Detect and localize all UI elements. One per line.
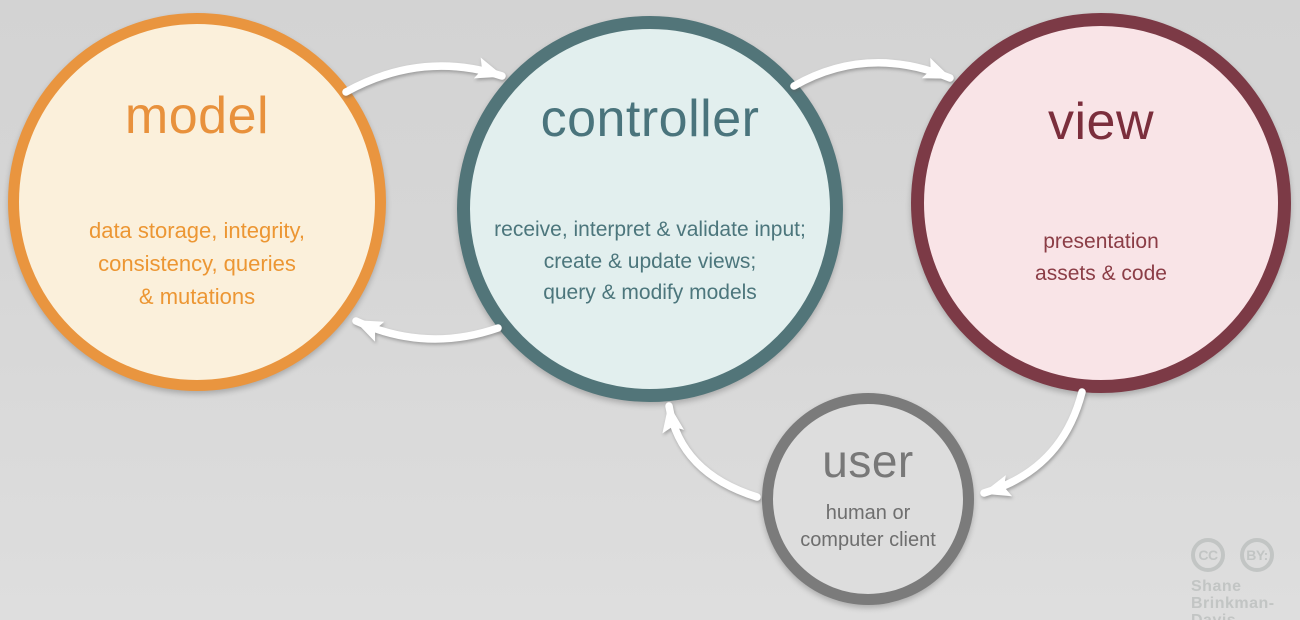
user-title: user bbox=[822, 435, 914, 487]
node-user: user human or computer client bbox=[762, 393, 974, 605]
arrow-view-to-user bbox=[980, 388, 1086, 497]
model-title: model bbox=[124, 87, 270, 145]
arrow-controller-to-view bbox=[790, 57, 954, 90]
cc-icon: CC bbox=[1191, 538, 1225, 572]
controller-description: receive, interpret & validate input; cre… bbox=[494, 218, 806, 304]
credit-name-line2: Brinkman-Davis bbox=[1191, 594, 1275, 620]
arrow-user-to-controller bbox=[662, 402, 761, 501]
node-view: view presentation assets & code bbox=[911, 13, 1291, 393]
by-icon: BY: bbox=[1240, 538, 1274, 572]
license-credit: CC BY: Shane Brinkman-Davis bbox=[1191, 538, 1300, 620]
node-model: model data storage, integrity, consisten… bbox=[8, 13, 386, 391]
controller-title: controller bbox=[540, 90, 760, 148]
node-controller: controller receive, interpret & validate… bbox=[457, 16, 843, 402]
view-title: view bbox=[1047, 93, 1155, 151]
arrow-controller-to-model bbox=[352, 317, 502, 343]
credit-name-line1: Shane bbox=[1191, 578, 1242, 595]
model-description: data storage, integrity, consistency, qu… bbox=[88, 218, 306, 309]
view-description: presentation assets & code bbox=[1035, 230, 1167, 285]
user-description: human or computer client bbox=[800, 502, 936, 551]
